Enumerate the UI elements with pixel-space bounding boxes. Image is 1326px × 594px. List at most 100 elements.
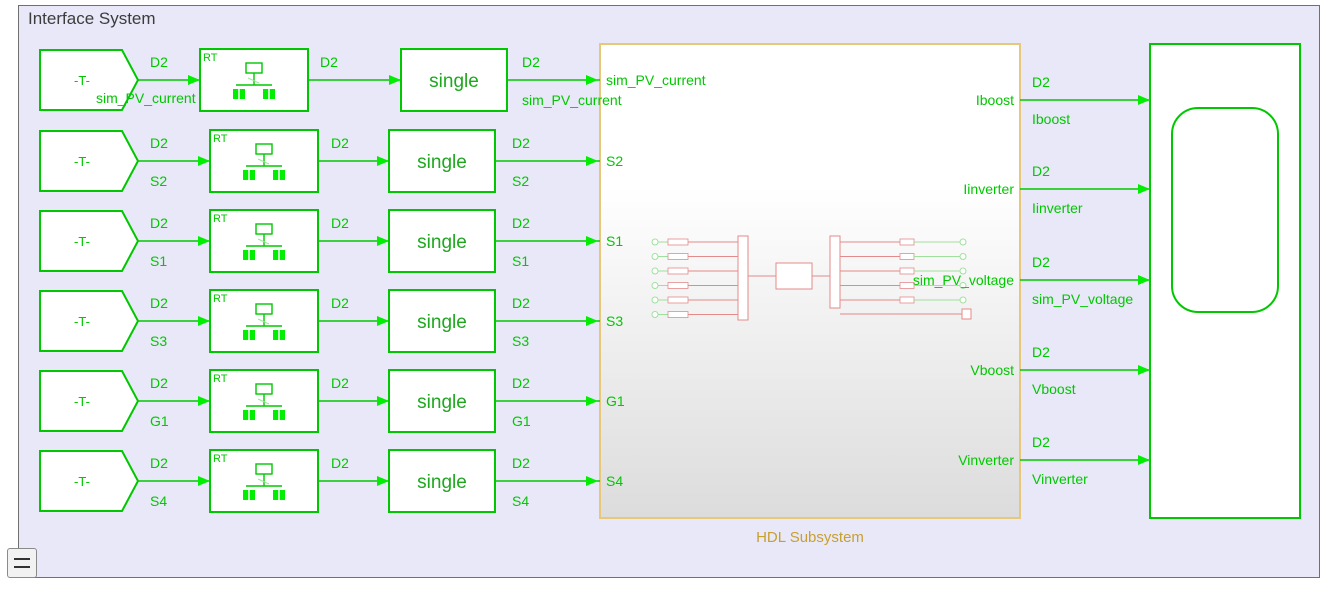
tag-symbol: -T- <box>74 474 90 489</box>
subsystem-outport-label: Vinverter <box>958 452 1014 468</box>
rate-transition-icon <box>243 223 285 260</box>
signal-name-label: S2 <box>150 173 167 189</box>
subsystem-inport-label: sim_PV_current <box>606 72 706 88</box>
sample-time-label: D2 <box>512 295 530 311</box>
frame-title: Interface System <box>28 9 156 28</box>
signal-name-label: Vinverter <box>1032 471 1088 487</box>
scope-icon <box>1171 107 1279 313</box>
data-type-conversion-block[interactable] <box>388 209 496 273</box>
rate-transition-label: RT <box>213 213 228 225</box>
sample-time-label: D2 <box>331 295 349 311</box>
rate-transition-icon <box>243 463 285 500</box>
sample-time-label: D2 <box>522 54 540 70</box>
sample-time-label: D2 <box>512 135 530 151</box>
goto-from-tag-icon[interactable] <box>39 49 140 111</box>
signal-name-label: Iinverter <box>1032 200 1083 216</box>
sample-time-label: D2 <box>150 375 168 391</box>
sample-time-label: D2 <box>512 455 530 471</box>
sample-time-label: D2 <box>1032 163 1050 179</box>
tag-symbol: -T- <box>74 394 90 409</box>
conversion-type-label: single <box>417 232 467 253</box>
subsystem-outport-label: sim_PV_voltage <box>913 272 1014 288</box>
goto-from-tag-icon[interactable] <box>39 290 140 352</box>
signal-name-label: G1 <box>150 413 169 429</box>
signal-name-label: sim_PV_voltage <box>1032 291 1133 307</box>
signal-name-label: S1 <box>512 253 529 269</box>
data-type-conversion-block[interactable] <box>400 48 508 112</box>
subsystem-outport-label: Iboost <box>976 92 1014 108</box>
rate-transition-label: RT <box>213 293 228 305</box>
signal-name-label: S3 <box>512 333 529 349</box>
signal-name-label: sim_PV_current <box>96 90 196 106</box>
conversion-type-label: single <box>429 71 479 92</box>
subsystem-inport-label: S1 <box>606 233 623 249</box>
goto-from-tag-icon[interactable] <box>39 130 140 192</box>
tag-symbol: -T- <box>74 154 90 169</box>
hdl-subsystem-label: HDL Subsystem <box>756 529 864 546</box>
collapse-button[interactable] <box>7 548 37 578</box>
data-type-conversion-block[interactable] <box>388 449 496 513</box>
goto-from-tag-icon[interactable] <box>39 450 140 512</box>
tag-symbol: -T- <box>74 73 90 88</box>
tag-symbol: -T- <box>74 234 90 249</box>
subsystem-outport-label: Iinverter <box>963 181 1014 197</box>
sample-time-label: D2 <box>150 295 168 311</box>
rate-transition-label: RT <box>213 453 228 465</box>
sample-time-label: D2 <box>1032 74 1050 90</box>
signal-name-label: Iboost <box>1032 111 1070 127</box>
signal-name-label: S1 <box>150 253 167 269</box>
rate-transition-label: RT <box>213 133 228 145</box>
conversion-type-label: single <box>417 472 467 493</box>
data-type-conversion-block[interactable] <box>388 289 496 353</box>
subsystem-inport-label: G1 <box>606 393 625 409</box>
rate-transition-icon <box>233 62 275 99</box>
signal-name-label: G1 <box>512 413 531 429</box>
goto-from-tag-icon[interactable] <box>39 370 140 432</box>
rate-transition-label: RT <box>213 373 228 385</box>
sample-time-label: D2 <box>331 135 349 151</box>
sample-time-label: D2 <box>1032 254 1050 270</box>
signal-name-label: S4 <box>512 493 529 509</box>
conversion-type-label: single <box>417 152 467 173</box>
sample-time-label: D2 <box>331 375 349 391</box>
sample-time-label: D2 <box>150 215 168 231</box>
subsystem-inport-label: S4 <box>606 473 623 489</box>
output-row-sim_PV_voltage: sim_PV_voltage D2 sim_PV_voltage <box>913 254 1150 307</box>
rate-transition-icon <box>243 143 285 180</box>
sample-time-label: D2 <box>512 215 530 231</box>
signal-name-label: sim_PV_current <box>522 92 622 108</box>
sample-time-label: D2 <box>150 455 168 471</box>
sample-time-label: D2 <box>150 54 168 70</box>
sample-time-label: D2 <box>150 135 168 151</box>
subsystem-outport-label: Vboost <box>970 362 1014 378</box>
sample-time-label: D2 <box>512 375 530 391</box>
signal-name-label: S2 <box>512 173 529 189</box>
collapse-minus-icon <box>14 558 30 560</box>
rate-transition-icon <box>243 383 285 420</box>
sample-time-label: D2 <box>331 215 349 231</box>
sample-time-label: D2 <box>331 455 349 471</box>
signal-name-label: Vboost <box>1032 381 1076 397</box>
data-type-conversion-block[interactable] <box>388 369 496 433</box>
subsystem-inport-label: S2 <box>606 153 623 169</box>
sample-time-label: D2 <box>1032 434 1050 450</box>
sample-time-label: D2 <box>1032 344 1050 360</box>
rate-transition-icon <box>243 303 285 340</box>
conversion-type-label: single <box>417 392 467 413</box>
data-type-conversion-block[interactable] <box>388 129 496 193</box>
goto-from-tag-icon[interactable] <box>39 210 140 272</box>
sample-time-label: D2 <box>320 54 338 70</box>
conversion-type-label: single <box>417 312 467 333</box>
tag-symbol: -T- <box>74 314 90 329</box>
